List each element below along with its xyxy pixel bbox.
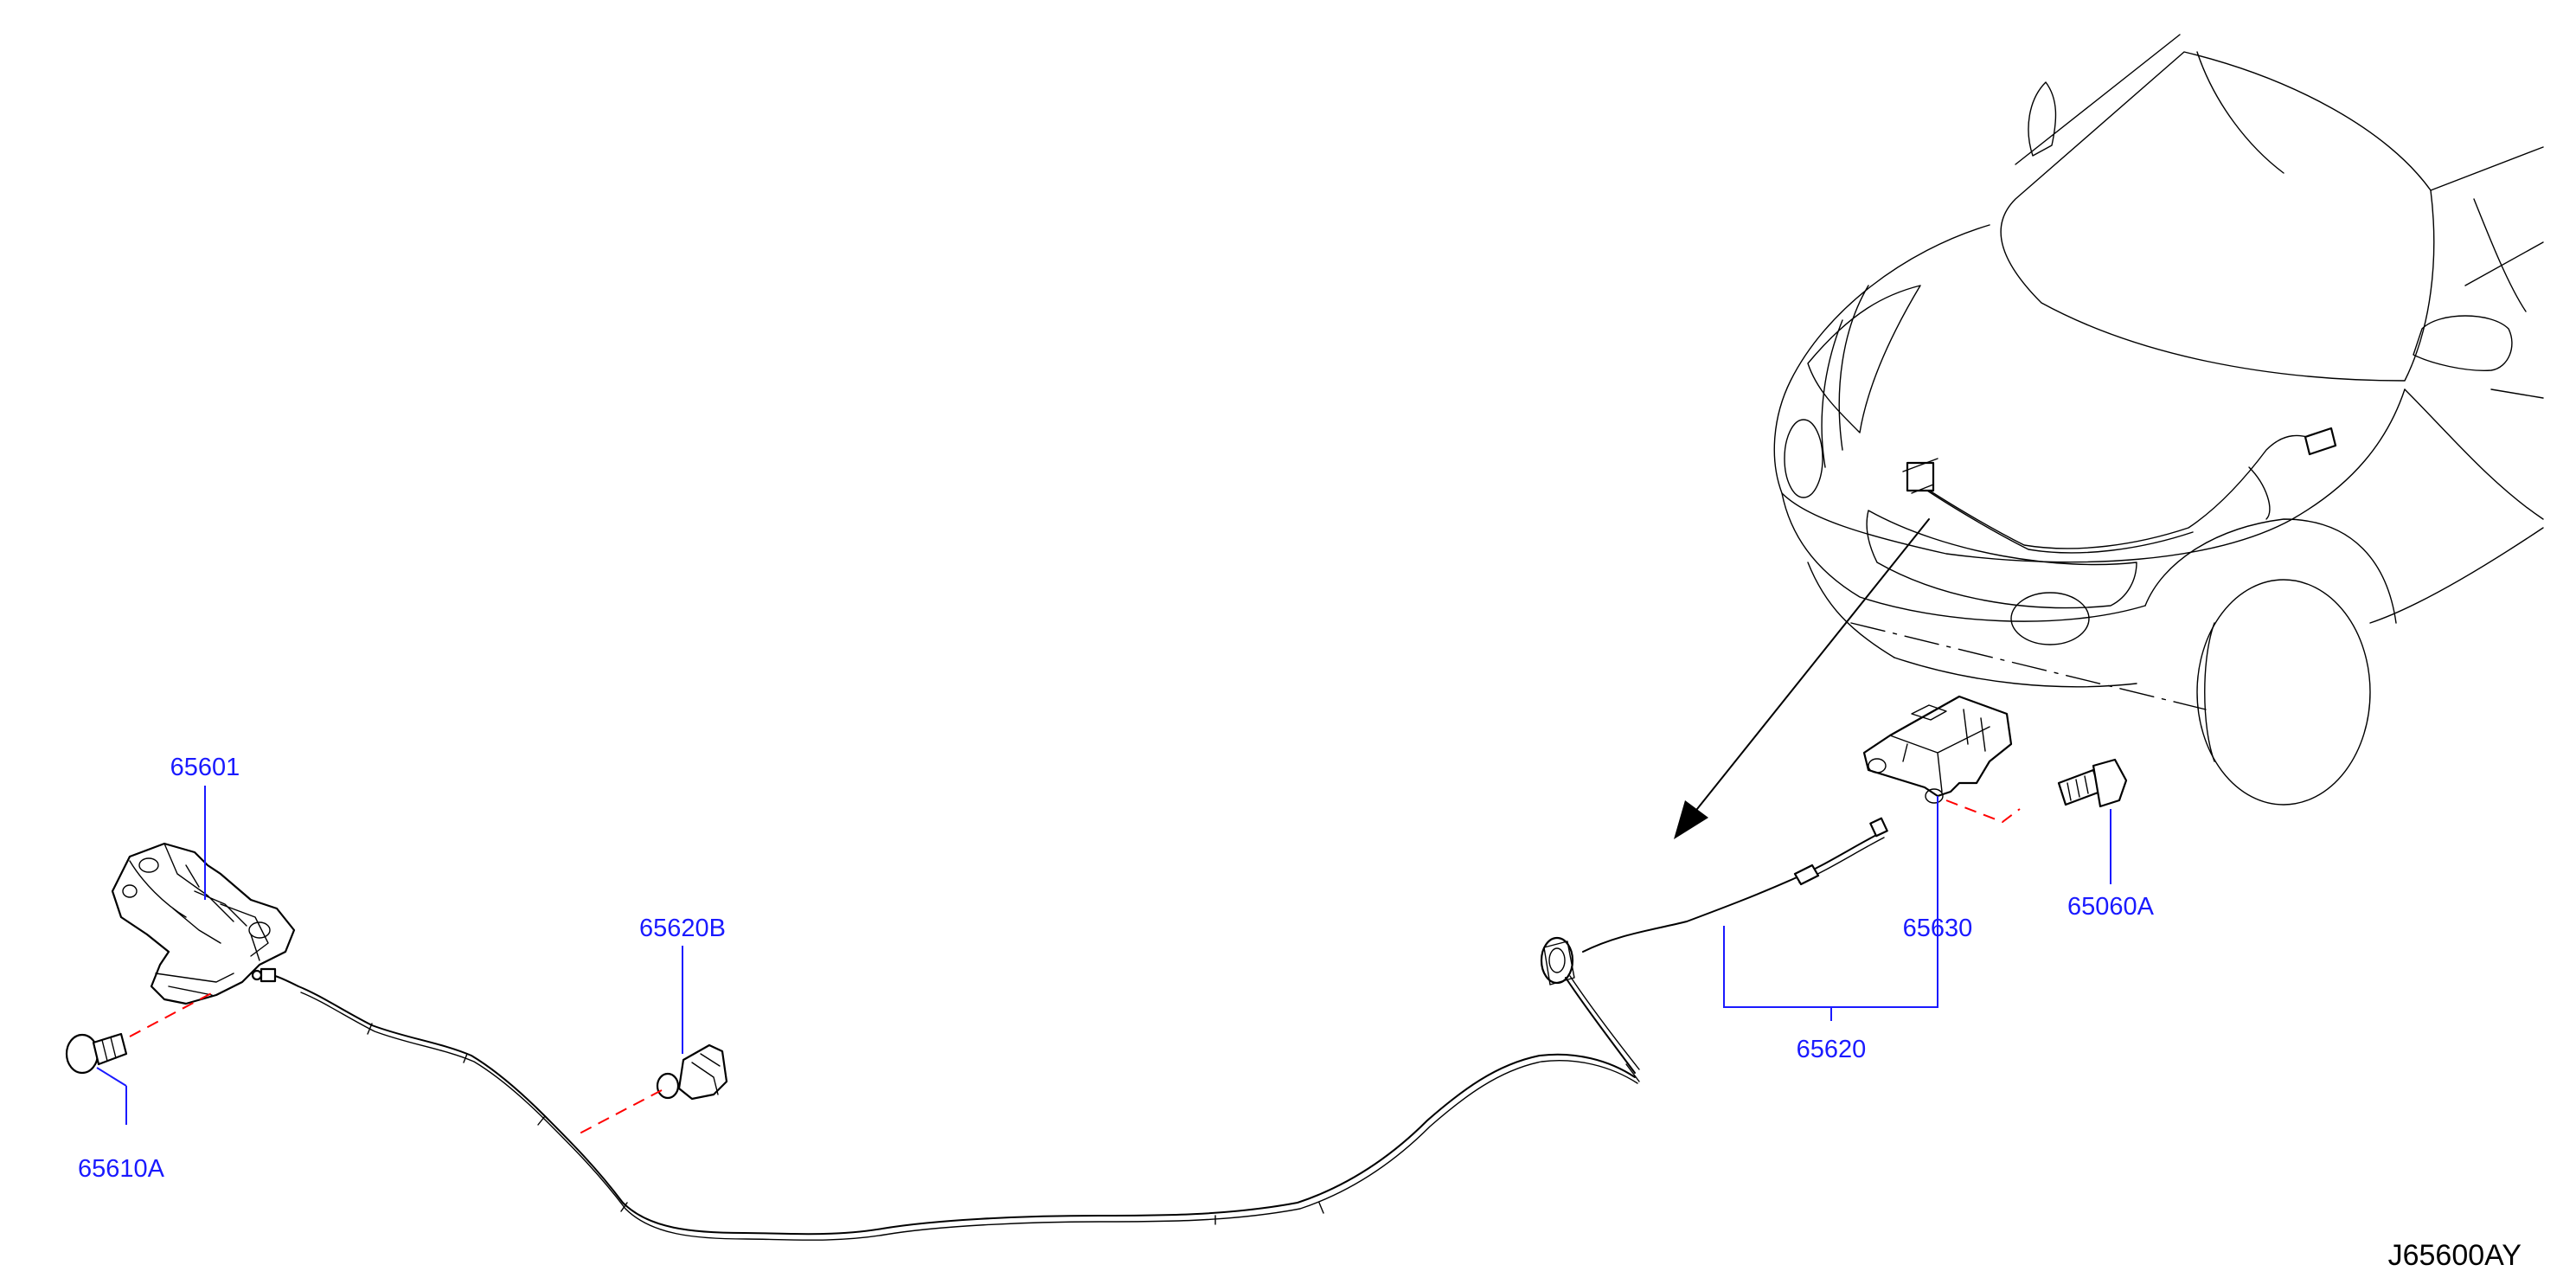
bolt-65060A <box>2057 758 2128 808</box>
leader-lines <box>96 786 2111 1125</box>
release-handle-65630 <box>1862 695 2013 804</box>
label-65620: 65620 <box>1797 1036 1867 1063</box>
label-65601: 65601 <box>170 754 240 781</box>
alignment-guides <box>129 799 2021 1134</box>
bolt-65610A <box>65 1032 128 1075</box>
vehicle-outline <box>1773 34 2544 806</box>
cable-clip-65620B <box>656 1043 728 1101</box>
hood-release-cable-65620 <box>251 817 1888 1241</box>
label-65620B: 65620B <box>639 915 726 942</box>
label-65060A: 65060A <box>2067 893 2155 921</box>
diagram-reference-code: J65600AY <box>2388 1239 2522 1272</box>
callout-arrow <box>1674 518 1930 839</box>
label-65630: 65630 <box>1903 915 1973 942</box>
label-65610A: 65610A <box>78 1155 165 1183</box>
hood-lock-65601 <box>111 842 296 1005</box>
part-labels: 65601 65610A 65620B 65620 65630 65060A <box>78 754 2155 1183</box>
